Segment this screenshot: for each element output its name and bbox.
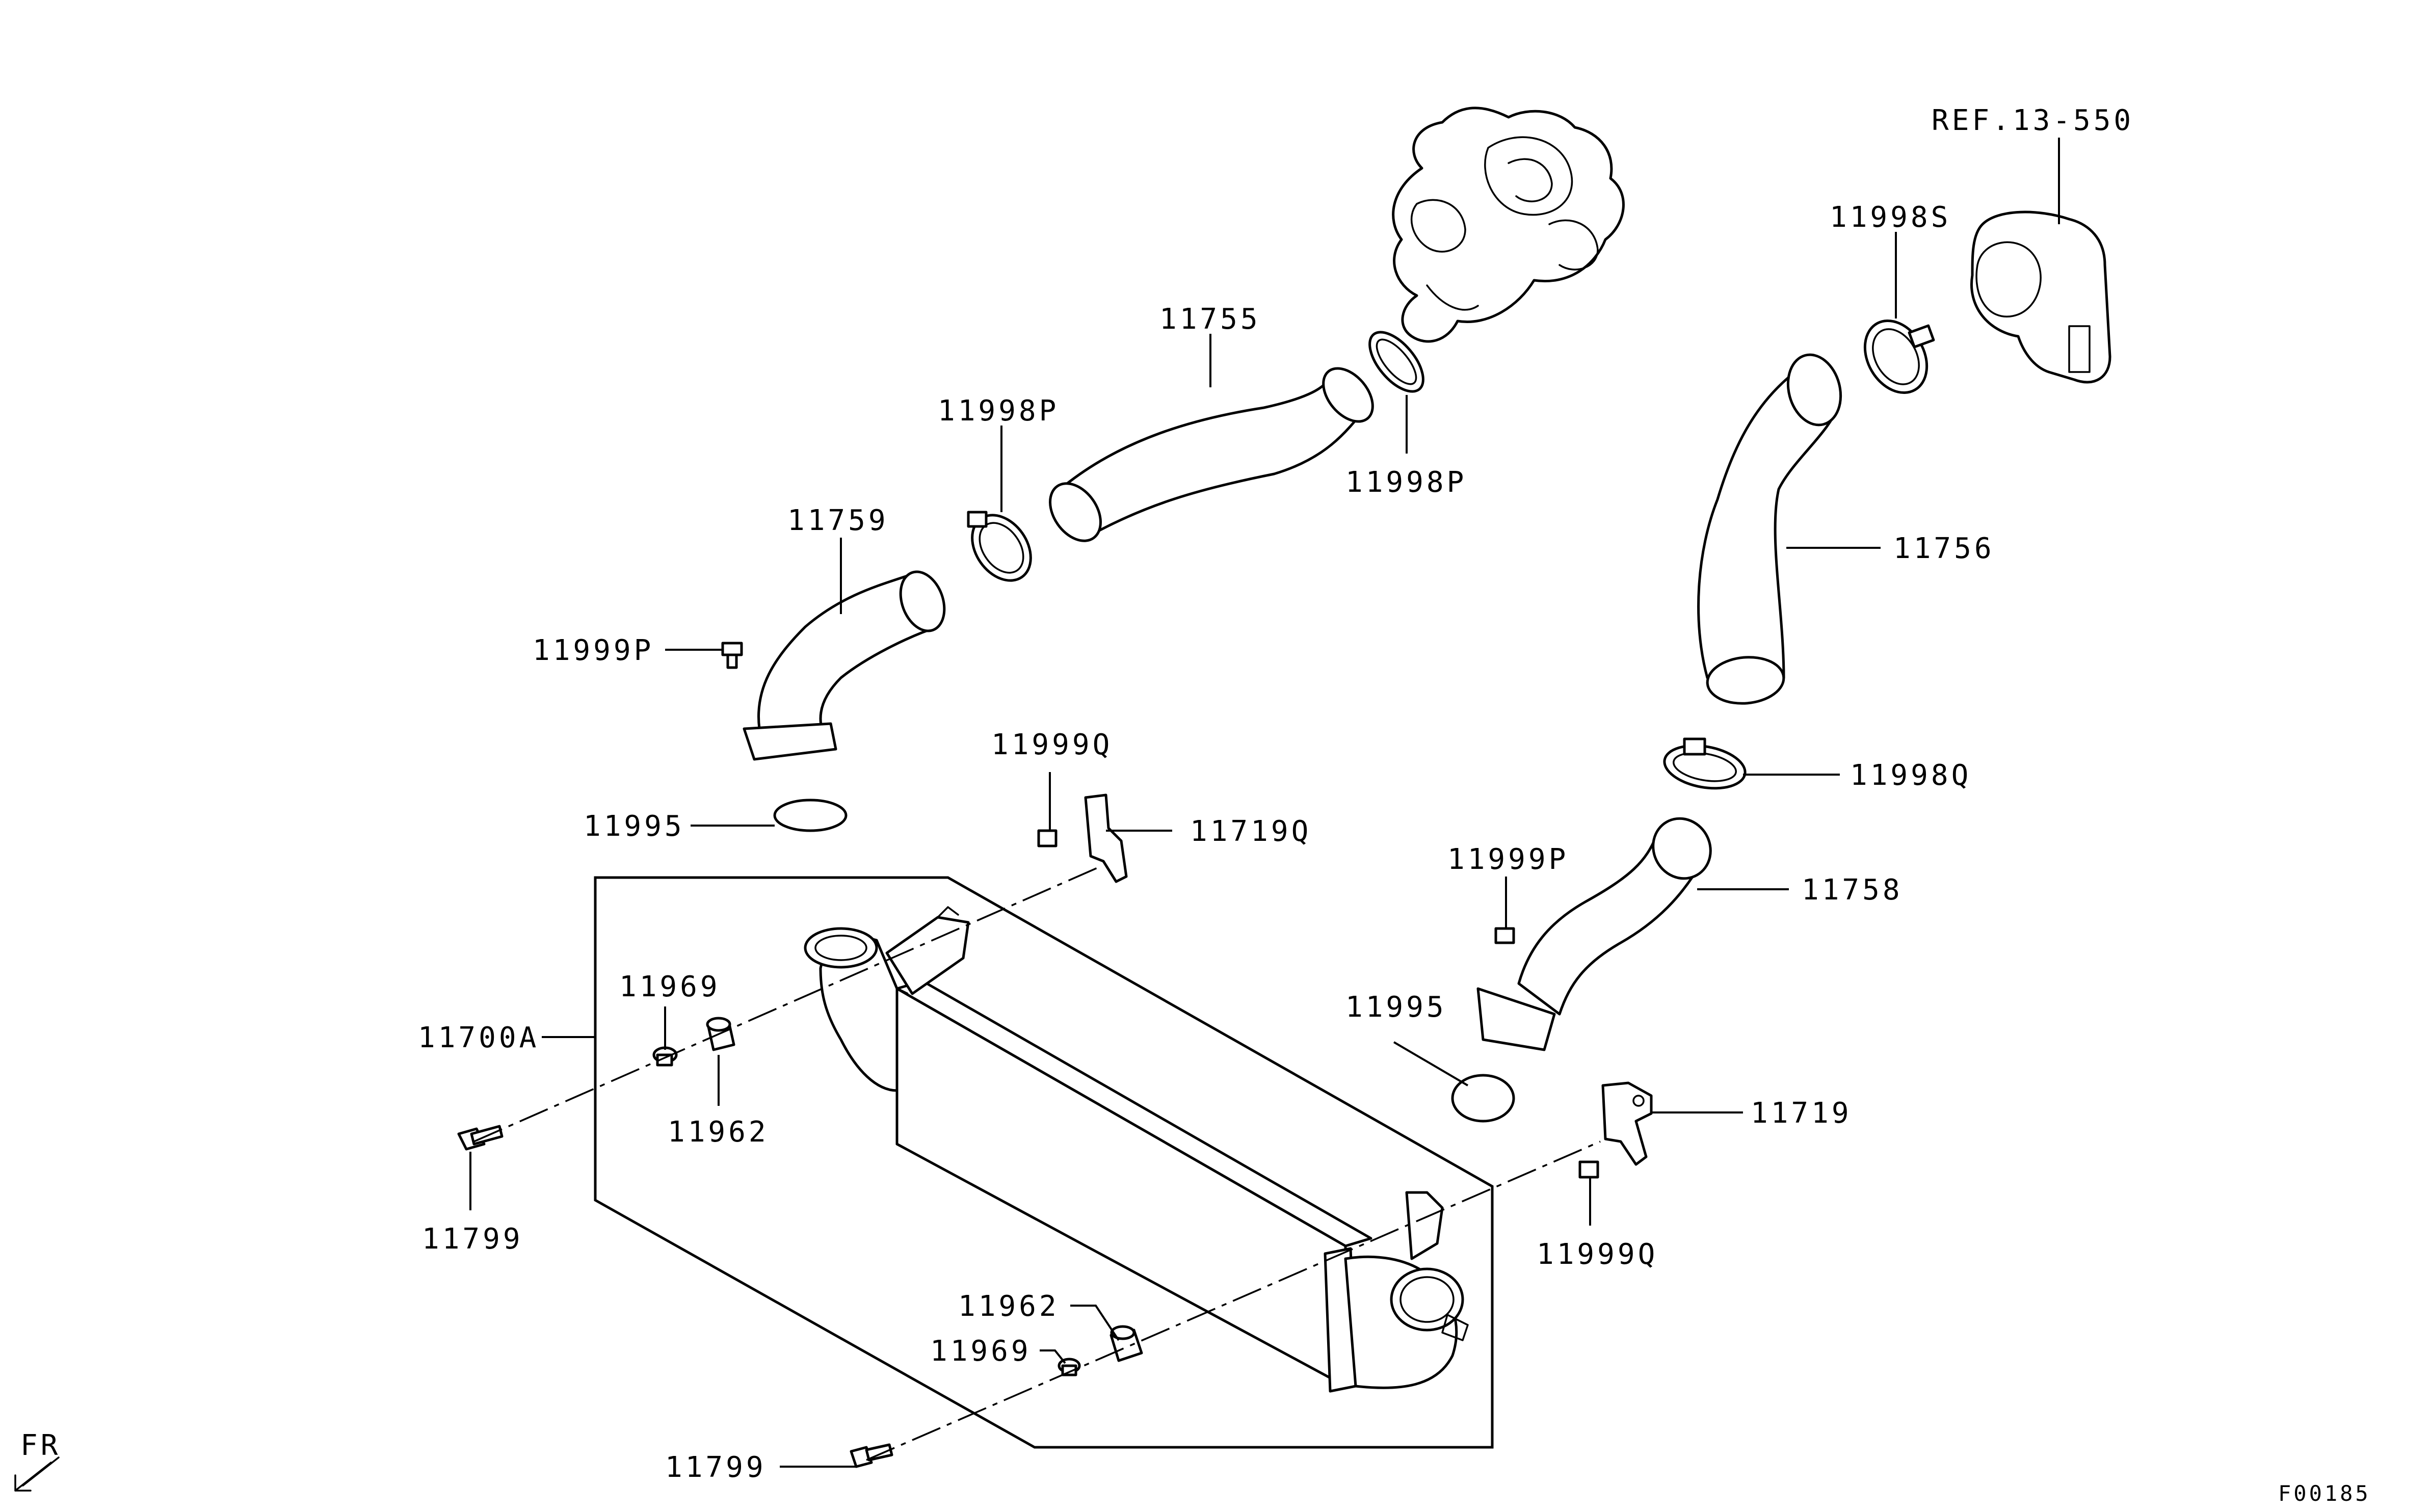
centerline-upper [473,865,1101,1143]
label-11999P-left: 11999P [533,634,654,667]
hose-11759 [743,570,946,761]
label-11758: 11758 [1802,873,1903,907]
label-11962-bottom: 11962 [958,1290,1060,1323]
clamp-11998Q [1663,737,1747,790]
label-11995-right: 11995 [1345,991,1447,1024]
intercooler-assembly-frame [594,876,1494,1449]
label-fr: FR [20,1429,61,1462]
label-11719: 11719 [1751,1097,1852,1130]
rubber-bush-11962-bottom [1110,1325,1143,1362]
bolt-11999Q-bottom [1578,1160,1599,1179]
clamp-11998P-left [967,511,1032,582]
label-11999Q-bottom: 11999Q [1537,1238,1658,1271]
label-11998Q: 11998Q [1850,759,1971,792]
hose-11756 [1697,353,1842,705]
clamp-11998S [1863,319,1935,394]
turbocharger-part [1392,107,1625,343]
bolt-11799-bottom [850,1443,893,1468]
label-11962-top: 11962 [668,1116,769,1149]
label-11755: 11755 [1159,303,1261,336]
label-11969-top: 11969 [619,970,721,1003]
rubber-bush-11962-top [706,1017,735,1051]
bracket-11719 [1601,1081,1653,1166]
label-ref-13-550: REF.13-550 [1932,104,2134,137]
front-direction-arrow [14,1456,60,1492]
clamp-11998P-right [1368,331,1424,393]
label-11998P-left: 11998P [938,394,1059,428]
gasket-11995-right [1451,1074,1515,1123]
bolt-11999P-right [1494,927,1515,944]
label-11998S: 11998S [1830,201,1951,234]
label-11799-left: 11799 [422,1223,523,1256]
label-11799-bottom: 11799 [665,1451,767,1484]
centerline-lower [866,1140,1601,1461]
bolt-11999P-left [721,642,743,669]
leader-lines [469,138,2060,1468]
label-11969-bottom: 11969 [930,1335,1032,1368]
label-11759: 11759 [787,504,889,537]
bracket-11719Q [1084,793,1128,883]
label-11719Q: 11719Q [1190,815,1311,848]
gasket-11995-left [773,799,848,832]
label-11999P-right: 11999P [1447,843,1569,876]
hose-11755 [1049,367,1374,542]
intercooler-part [804,906,1469,1393]
label-11995-left: 11995 [584,810,685,843]
washer-11969-top [652,1046,678,1067]
label-11756: 11756 [1893,532,1995,565]
figure-code: F00185 [2278,1481,2371,1506]
bolt-11999Q-top [1037,829,1058,847]
label-11999Q-top: 11999Q [991,728,1113,761]
hose-11758 [1476,817,1712,1051]
throttle-body-part [1970,210,2111,384]
label-11700A: 11700A [418,1021,539,1054]
label-11998P-right: 11998P [1345,466,1467,499]
bolt-11799-left [457,1125,504,1151]
